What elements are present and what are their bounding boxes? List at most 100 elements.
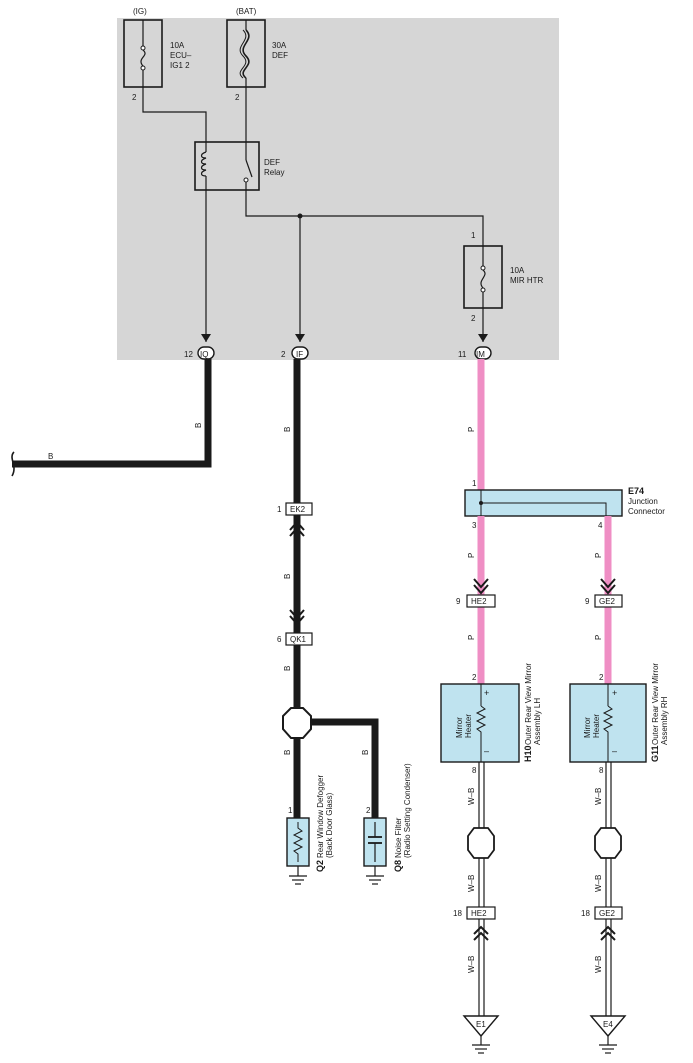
ge2-top-code: GE2 <box>599 597 616 606</box>
connector-ge2-top: 9 GE2 <box>585 594 623 608</box>
wire-p-rh: P P <box>594 516 616 684</box>
ge2-bottom-code: GE2 <box>599 909 616 918</box>
relay-label-1: DEF <box>264 158 280 167</box>
splice-dot <box>297 213 303 219</box>
g11-inner-2: Heater <box>592 714 601 738</box>
if-pin: 2 <box>281 350 286 359</box>
wire-label-p1: P <box>467 427 476 432</box>
e74-pin-in: 1 <box>472 479 477 488</box>
e74-name-2: Connector <box>628 507 665 516</box>
splice-octagon-b <box>282 707 312 739</box>
wire-label-wb2: W–B <box>467 875 476 892</box>
junction-block-panel <box>117 18 559 360</box>
h10-inner-2: Heater <box>464 714 473 738</box>
component-q2: 1 Q2 Rear Window Defogger (Back Door Gla… <box>286 775 334 885</box>
q2-name-2: (Back Door Glass) <box>325 792 334 858</box>
q8-name-1: Noise Filter <box>394 817 403 858</box>
wire-label-p2: P <box>467 553 476 558</box>
g11-pin-top: 2 <box>599 673 604 682</box>
q2-name-1: Rear Window Defogger <box>316 775 325 858</box>
wire-label-b6: B <box>283 750 292 755</box>
fuse-mir-rating: 10A <box>510 266 525 275</box>
ground-e1: E1 <box>462 1015 500 1054</box>
he2-top-pin: 9 <box>456 597 461 606</box>
fuse-def-rating: 30A <box>272 41 287 50</box>
g11-minus: – <box>612 746 617 756</box>
h10-inner-1: Mirror <box>455 717 464 738</box>
g11-name-1: Outer Rear View Mirror <box>651 663 660 745</box>
fuse-mir-htr: 1 2 10A MIR HTR <box>463 231 544 323</box>
he2-bottom-pin: 18 <box>453 909 462 918</box>
e74-pin-right: 4 <box>598 521 603 530</box>
connector-ek2: 1 EK2 <box>277 502 313 516</box>
g11-id: G11 <box>650 745 660 762</box>
connector-he2-top: 9 HE2 <box>456 594 496 608</box>
ground-e4: E4 <box>589 1015 627 1054</box>
wire-label-p3: P <box>467 635 476 640</box>
connector-qk1: 6 QK1 <box>277 632 313 646</box>
connector-ge2-bottom: 18 GE2 <box>581 906 623 920</box>
h10-name-1: Outer Rear View Mirror <box>524 663 533 745</box>
wire-p-main: P <box>467 359 485 490</box>
im-code: IM <box>476 350 485 359</box>
ge2-top-pin: 9 <box>585 597 590 606</box>
wire-b-middle: B B B B B <box>283 359 379 818</box>
e74-pin-left: 3 <box>472 521 477 530</box>
wire-label-wb6: W–B <box>594 956 603 973</box>
fuse-ecu-pin: 2 <box>132 93 137 102</box>
wire-label-wb4: W–B <box>594 788 603 805</box>
fuse-mir-name: MIR HTR <box>510 276 544 285</box>
fuse-mir-pin-bottom: 2 <box>471 314 476 323</box>
wire-label-p4: P <box>594 553 603 558</box>
g11-plus: + <box>612 688 617 698</box>
ground-e4-label: E4 <box>603 1020 613 1029</box>
ek2-pin: 1 <box>277 505 282 514</box>
e74-name-1: Junction <box>628 497 658 506</box>
bat-label: (BAT) <box>236 7 257 16</box>
wire-label-b3: B <box>283 427 292 432</box>
h10-minus: – <box>484 746 489 756</box>
e74-id: E74 <box>628 486 644 496</box>
wire-wb-rh: W–B W–B W–B <box>594 762 622 1016</box>
g11-name-2: Assembly RH <box>660 696 669 745</box>
q8-id: Q8 <box>393 860 403 872</box>
h10-pin-top: 2 <box>472 673 477 682</box>
wire-label-b5: B <box>283 666 292 671</box>
q8-name-2: (Radio Setting Condenser) <box>403 763 412 858</box>
fuse-mir-pin-top: 1 <box>471 231 476 240</box>
component-q8: 2 Q8 Noise Filter (Radio Setting Condens… <box>363 763 412 885</box>
h10-pin-bottom: 8 <box>472 766 477 775</box>
q2-id: Q2 <box>315 860 325 872</box>
wire-label-wb3: W–B <box>467 956 476 973</box>
he2-top-code: HE2 <box>471 597 487 606</box>
relay-label-2: Relay <box>264 168 284 177</box>
component-h10: 2 + – Mirror Heater H10 Outer Rear View … <box>440 663 542 775</box>
junction-e74: 1 E74 Junction Connector 3 4 <box>464 479 665 530</box>
g11-pin-bottom: 8 <box>599 766 604 775</box>
if-code: IF <box>296 350 303 359</box>
fuse-def-pin: 2 <box>235 93 240 102</box>
h10-name-2: Assembly LH <box>533 698 542 745</box>
fuse-ecu-name1: ECU– <box>170 51 192 60</box>
wire-label-wb5: W–B <box>594 875 603 892</box>
ig-label: (IG) <box>133 7 147 16</box>
h10-plus: + <box>484 688 489 698</box>
iq-code: IQ <box>200 350 208 359</box>
connector-he2-bottom: 18 HE2 <box>453 906 496 920</box>
wire-label-wb1: W–B <box>467 788 476 805</box>
wire-label-b4: B <box>283 574 292 579</box>
ek2-code: EK2 <box>290 505 306 514</box>
wire-label-b1: B <box>194 423 203 428</box>
ge2-bottom-pin: 18 <box>581 909 590 918</box>
im-pin: 11 <box>458 350 467 359</box>
iq-pin: 12 <box>184 350 193 359</box>
wire-b-left: B B <box>11 359 212 477</box>
qk1-pin: 6 <box>277 635 282 644</box>
q2-pin: 1 <box>288 806 293 815</box>
wire-label-b7: B <box>361 750 370 755</box>
component-g11: 2 + – Mirror Heater G11 Outer Rear View … <box>569 663 669 775</box>
wire-wb-lh: W–B W–B W–B <box>467 762 495 1016</box>
qk1-code: QK1 <box>290 635 307 644</box>
h10-id: H10 <box>523 745 533 762</box>
